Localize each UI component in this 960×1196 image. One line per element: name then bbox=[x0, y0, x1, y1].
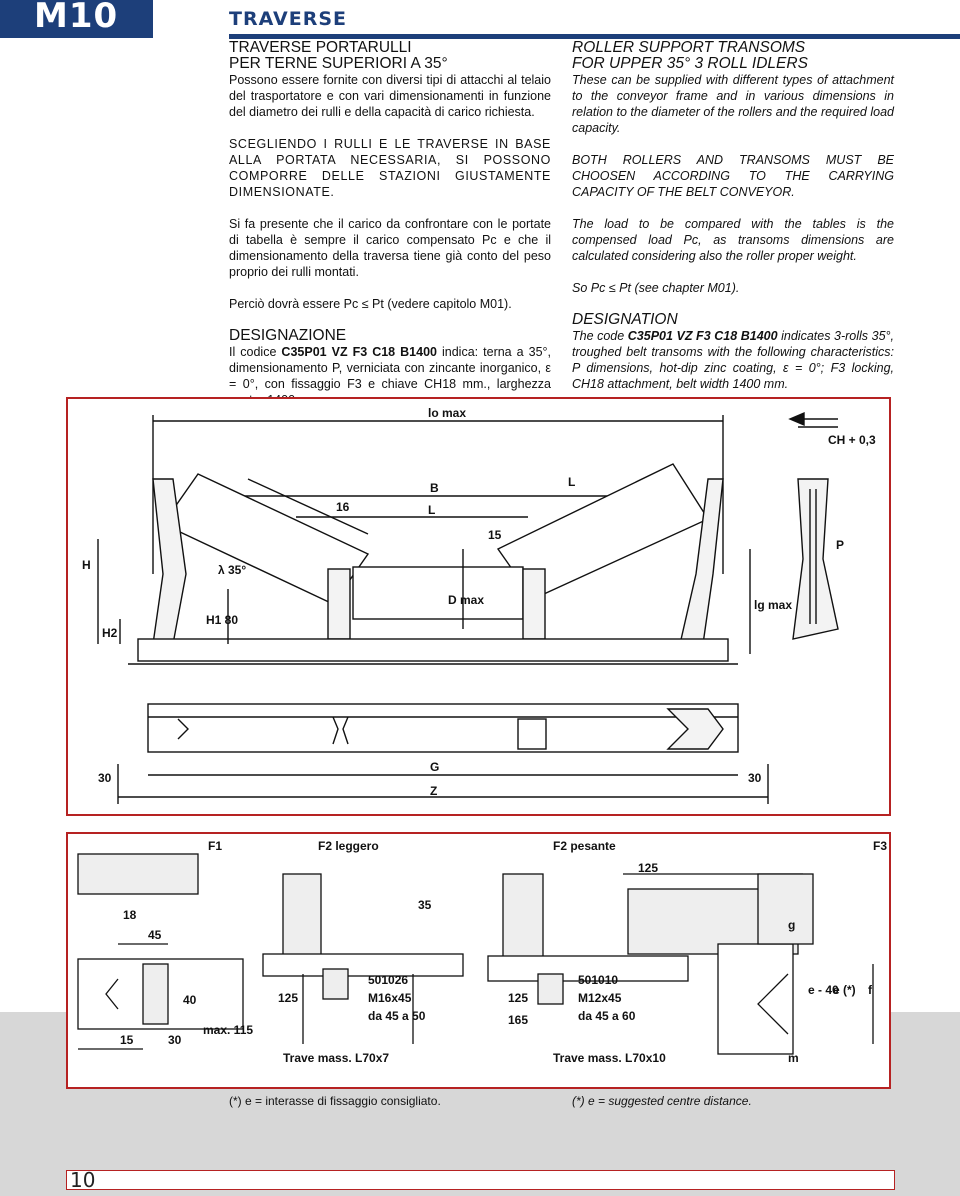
label-f2h-range: da 45 a 60 bbox=[578, 1009, 636, 1023]
label-f1-18: 18 bbox=[123, 908, 137, 922]
english-footnote: (*) e = suggested centre distance. bbox=[572, 1094, 752, 1108]
label-h: H bbox=[82, 558, 91, 572]
italian-column: TRAVERSE PORTARULLI PER TERNE SUPERIORI … bbox=[229, 40, 551, 408]
english-designation: The code C35P01 VZ F3 C18 B1400 indicate… bbox=[572, 329, 894, 391]
label-30-left: 30 bbox=[98, 771, 112, 785]
section-title: TRAVERSE bbox=[229, 8, 347, 30]
label-f3-f: f bbox=[868, 983, 873, 997]
italian-designation-title: DESIGNAZIONE bbox=[229, 327, 347, 344]
label-p: P bbox=[836, 538, 844, 552]
english-title-line2: FOR UPPER 35° 3 ROLL IDLERS bbox=[572, 55, 808, 72]
label-b: B bbox=[430, 481, 439, 495]
italian-load-note: Si fa presente che il carico da confront… bbox=[229, 217, 551, 279]
transom-beam bbox=[137, 638, 729, 662]
header-code-block bbox=[0, 0, 153, 38]
label-z: Z bbox=[430, 784, 437, 798]
english-designation-title: DESIGNATION bbox=[572, 311, 678, 328]
label-l-side: L bbox=[568, 475, 575, 489]
f3-plan-view bbox=[717, 943, 794, 1055]
label-f3-g: g bbox=[788, 918, 795, 932]
english-title-line1: ROLLER SUPPORT TRANSOMS bbox=[572, 39, 806, 56]
label-lo-max: lo max bbox=[428, 406, 466, 420]
italian-title-line1: TRAVERSE PORTARULLI bbox=[229, 39, 412, 56]
header-rule bbox=[229, 34, 960, 39]
page-number-frame bbox=[66, 1170, 895, 1190]
label-f2h-code: 501010 bbox=[578, 973, 618, 987]
label-f2l-bolt: M16x45 bbox=[368, 991, 412, 1005]
label-f3: F3 bbox=[873, 839, 887, 853]
italian-check: Perciò dovrà essere Pc ≤ Pt (vedere capi… bbox=[229, 297, 512, 311]
label-f1-40: 40 bbox=[183, 993, 197, 1007]
label-f2h-165: 165 bbox=[508, 1013, 528, 1027]
label-d-max: D max bbox=[448, 593, 484, 607]
label-f2h-125: 125 bbox=[508, 991, 528, 1005]
english-load-note: The load to be compared with the tables … bbox=[572, 217, 894, 263]
label-f2l-35: 35 bbox=[418, 898, 432, 912]
label-f2h-125-top: 125 bbox=[638, 861, 658, 875]
label-h2: H2 bbox=[102, 626, 118, 640]
center-roller bbox=[352, 566, 524, 620]
label-f2-light: F2 leggero bbox=[318, 839, 379, 853]
italian-footnote: (*) e = interasse di fissaggio consiglia… bbox=[229, 1094, 441, 1108]
label-ch: CH + 0,3 bbox=[828, 433, 876, 447]
label-f2l-125: 125 bbox=[278, 991, 298, 1005]
label-f2h-beam: Trave mass. L70x10 bbox=[553, 1051, 666, 1065]
label-f2h-bolt: M12x45 bbox=[578, 991, 622, 1005]
label-angle: λ 35° bbox=[218, 563, 246, 577]
section-code: M10 bbox=[34, 0, 119, 36]
english-column: ROLLER SUPPORT TRANSOMS FOR UPPER 35° 3 … bbox=[572, 40, 894, 392]
label-f1-45: 45 bbox=[148, 928, 162, 942]
plan-view-beam bbox=[147, 703, 739, 753]
english-check: So Pc ≤ Pt (see chapter M01). bbox=[572, 281, 740, 295]
label-30-right: 30 bbox=[748, 771, 762, 785]
label-15: 15 bbox=[488, 528, 502, 542]
italian-warning: SCEGLIENDO I RULLI E LE TRAVERSE IN BASE… bbox=[229, 137, 551, 199]
label-f1-max115: max. 115 bbox=[203, 1023, 253, 1037]
label-lg-max: lg max bbox=[754, 598, 792, 612]
italian-designation-code: C35P01 VZ F3 C18 B1400 bbox=[281, 345, 437, 359]
fixing-details: F1 F2 leggero F2 pesante F3 18 45 40 max… bbox=[77, 839, 887, 1065]
label-f3-e: e (*) bbox=[833, 983, 856, 997]
italian-title-line2: PER TERNE SUPERIORI A 35° bbox=[229, 55, 448, 72]
page-number: 10 bbox=[70, 1168, 96, 1192]
label-h1: H1 80 bbox=[206, 613, 238, 627]
label-f3-m: m bbox=[788, 1051, 799, 1065]
label-f1-30: 30 bbox=[168, 1033, 182, 1047]
label-f2-heavy: F2 pesante bbox=[553, 839, 616, 853]
fixing-details-frame: F1 F2 leggero F2 pesante F3 18 45 40 max… bbox=[66, 832, 891, 1089]
label-f1: F1 bbox=[208, 839, 222, 853]
transom-drawing-frame: lo max B L L 16 15 λ 35° H H1 80 H2 D ma… bbox=[66, 397, 891, 816]
english-designation-code: C35P01 VZ F3 C18 B1400 bbox=[627, 329, 778, 343]
italian-intro: Possono essere fornite con diversi tipi … bbox=[229, 73, 551, 119]
label-f1-15: 15 bbox=[120, 1033, 134, 1047]
label-f3-e40: e - 40 bbox=[808, 983, 839, 997]
label-f2l-code: 501026 bbox=[368, 973, 408, 987]
label-g: G bbox=[430, 760, 439, 774]
transom-drawing: lo max B L L 16 15 λ 35° H H1 80 H2 D ma… bbox=[82, 406, 876, 804]
label-f2l-beam: Trave mass. L70x7 bbox=[283, 1051, 389, 1065]
label-f2l-range: da 45 a 50 bbox=[368, 1009, 426, 1023]
label-16: 16 bbox=[336, 500, 350, 514]
english-warning: BOTH ROLLERS AND TRANSOMS MUST BE CHOOSE… bbox=[572, 153, 894, 199]
english-intro: These can be supplied with different typ… bbox=[572, 73, 894, 135]
label-l-center: L bbox=[428, 503, 435, 517]
